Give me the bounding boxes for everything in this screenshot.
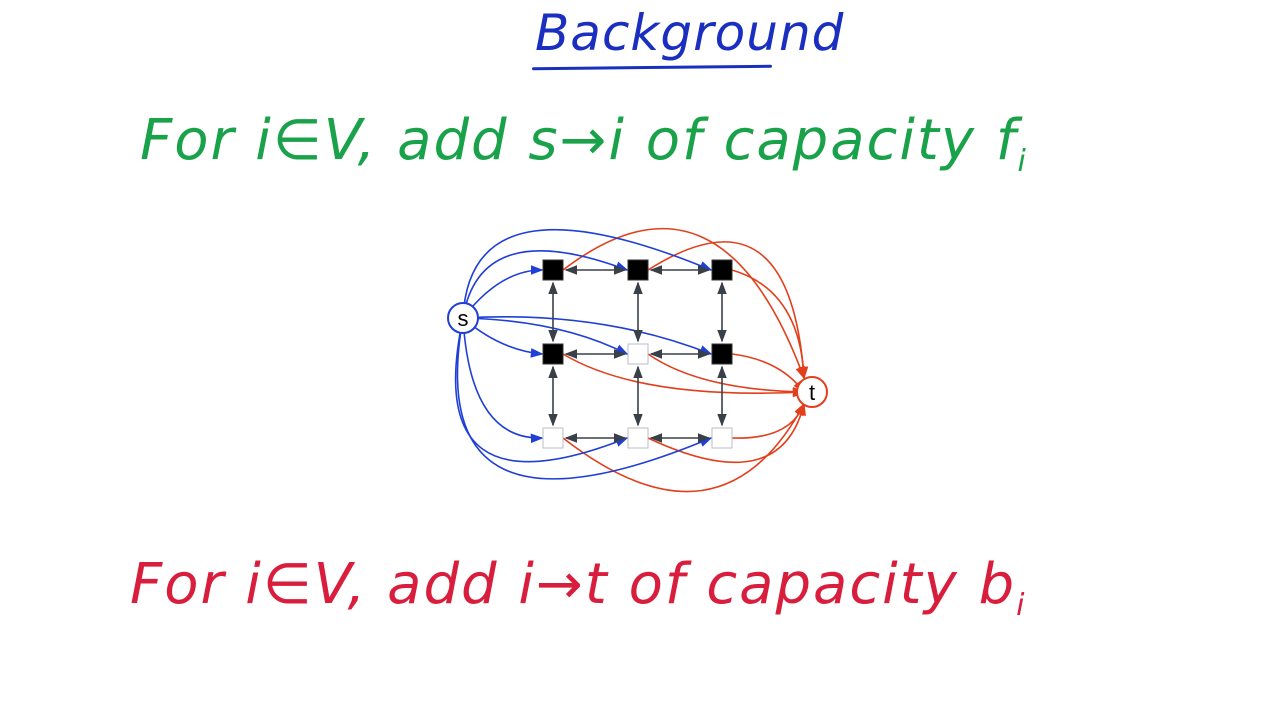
source-edge: [462, 317, 544, 444]
sink-edge: [647, 353, 806, 397]
sink-node: t: [796, 376, 828, 408]
sink-edge-rule: For i∈V, add i→t of capacity bi: [130, 552, 1026, 623]
source-edge: [462, 316, 713, 355]
source-node: s: [447, 302, 479, 334]
sink-edge: [562, 353, 806, 398]
grid-node-empty: [711, 427, 733, 449]
grid-node-filled: [542, 343, 564, 365]
sink-edge: [731, 402, 805, 439]
source-label: s: [458, 306, 469, 331]
sink-label: t: [809, 380, 815, 405]
grid-node-filled: [711, 259, 733, 281]
source-rule-text: For i∈V, add s→i of capacity f: [140, 108, 1018, 173]
source-edge: [462, 228, 713, 319]
grid-node-empty: [627, 343, 649, 365]
sink-rule-text: For i∈V, add i→t of capacity b: [130, 552, 1017, 617]
source-edge: [462, 250, 629, 319]
sink-edge: [562, 227, 805, 380]
source-rule-subscript: i: [1017, 144, 1028, 180]
grid-node-filled: [711, 343, 733, 365]
sink-edge: [731, 269, 809, 380]
sink-edge: [562, 402, 805, 493]
source-edge: [456, 317, 713, 480]
grid-node-filled: [627, 259, 649, 281]
sink-edge: [731, 353, 805, 394]
sink-rule-subscript: i: [1016, 588, 1027, 624]
source-edge: [454, 317, 629, 463]
grid-node-empty: [627, 427, 649, 449]
grid-node-empty: [542, 427, 564, 449]
sink-edge: [647, 241, 808, 380]
source-edge-rule: For i∈V, add s→i of capacity fi: [140, 108, 1028, 179]
grid-node-filled: [542, 259, 564, 281]
